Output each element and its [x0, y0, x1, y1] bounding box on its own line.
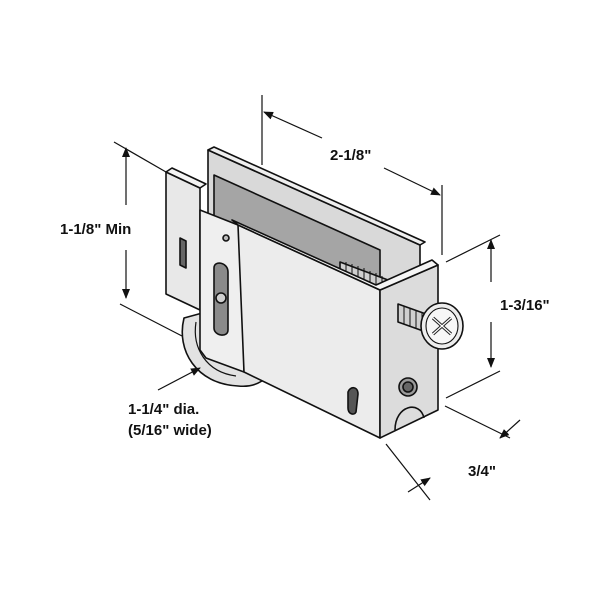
roller-assembly	[165, 146, 464, 439]
back-plate-top	[207, 146, 426, 246]
end-cutout	[394, 406, 425, 431]
min-height-label: 1-1/8" Min	[60, 221, 131, 238]
left-plate-slot	[179, 237, 187, 269]
wheel-rim	[194, 321, 237, 377]
length-label: 2-1/8"	[330, 147, 371, 164]
bracket-rivet	[215, 292, 227, 304]
housing-top	[231, 219, 439, 291]
dimension-lines	[113, 95, 521, 501]
height-label: 1-3/16"	[500, 297, 550, 314]
front-slot	[347, 386, 359, 415]
left-plate-top	[165, 167, 207, 189]
housing-end	[379, 264, 439, 439]
wheel-diameter-label: 1-1/4" dia.	[128, 401, 199, 418]
adjustment-screw	[397, 302, 464, 350]
bracket-pin	[222, 234, 230, 242]
wheel-width-label: (5/16" wide)	[128, 422, 212, 439]
width-label: 3/4"	[468, 463, 496, 480]
